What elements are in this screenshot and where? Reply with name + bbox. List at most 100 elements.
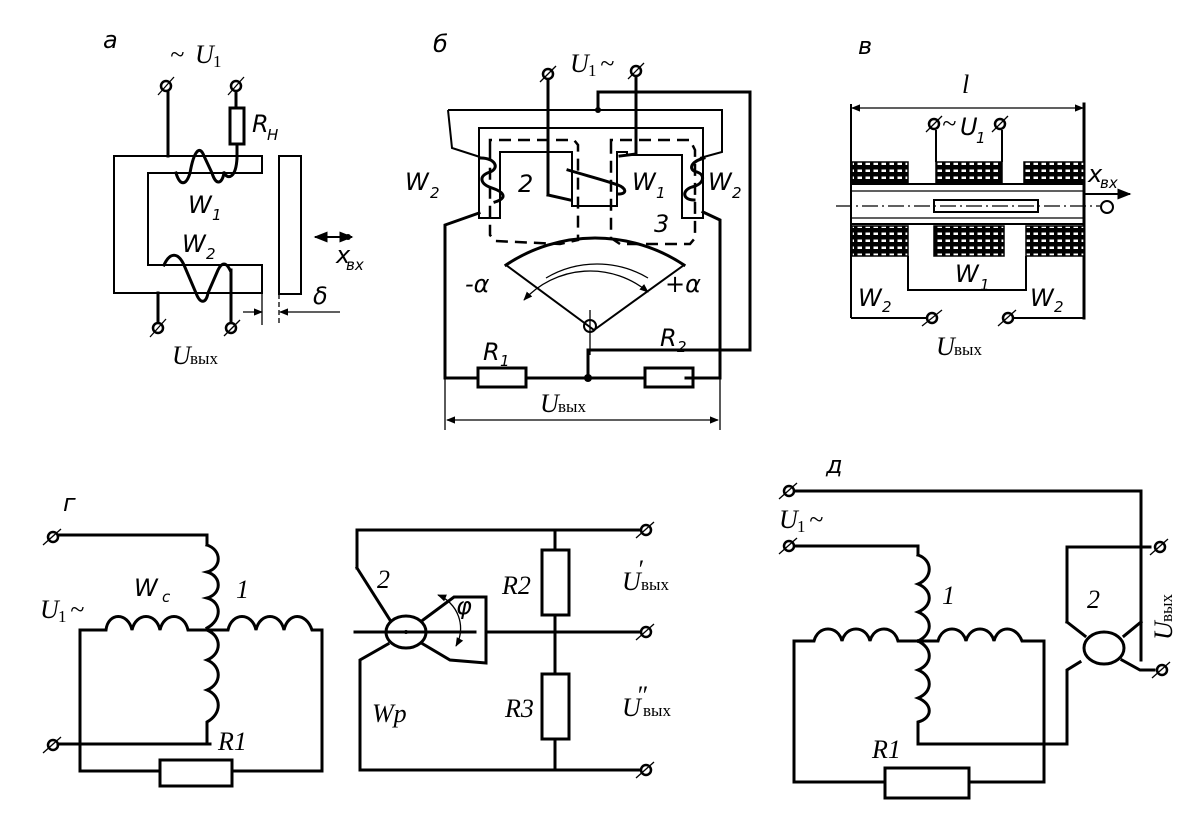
supply-sub: 1 [213, 52, 222, 71]
coil-1 [201, 543, 220, 631]
supply-u: U [570, 49, 591, 78]
minus-alpha-label: -α [465, 270, 490, 298]
supply-u: U [40, 595, 61, 624]
winding-w2-left [479, 156, 505, 204]
armature [278, 155, 302, 295]
rotor2-label: 2 [377, 565, 390, 594]
w2-right-sub: 2 [732, 184, 742, 202]
gap-label: δ [313, 282, 328, 310]
winding-w2 [162, 253, 233, 303]
winding-w2-right-bottom [1025, 225, 1085, 257]
panel-v: в l ~ U 1 x вх W 1 [836, 32, 1132, 361]
load-r-label: R [252, 110, 269, 138]
winding-w1 [566, 168, 627, 196]
supply-u: U [779, 505, 800, 534]
w2-left-sub: 2 [882, 298, 892, 316]
w2-left-sub: 2 [430, 184, 440, 202]
rotor-2 [1082, 630, 1126, 666]
coil1-label: 1 [236, 575, 249, 604]
core [478, 127, 704, 219]
input-x-sub: вх [346, 256, 364, 274]
r1-label: R [483, 338, 500, 366]
coil-left [78, 615, 209, 632]
supply-sub: 1 [58, 607, 67, 626]
out1-u: U [622, 567, 643, 596]
w1-label: W [188, 191, 213, 219]
winding-w2-left-top [851, 161, 909, 185]
r3-label: R3 [504, 694, 534, 723]
input-x-label: x [335, 241, 351, 269]
r2-label: R2 [501, 571, 531, 600]
out2-u: U [622, 693, 643, 722]
winding-w1-top [935, 161, 1003, 185]
winding-w1 [174, 148, 226, 185]
tube [850, 183, 1085, 225]
output-sub: вых [558, 397, 586, 416]
rotor2-label: 2 [1087, 585, 1100, 614]
supply-tilde: ~ [809, 505, 823, 534]
r2-label: R [660, 324, 677, 352]
output-u: U [172, 341, 193, 370]
r1-label: R1 [217, 727, 247, 756]
resistor-r1 [476, 366, 528, 389]
winding-w1-bottom [933, 225, 1005, 257]
load-resistor [228, 106, 246, 146]
w1-sub: 1 [980, 276, 990, 294]
supply-u: U [960, 113, 978, 141]
r1-label: R1 [871, 735, 901, 764]
supply-sub: 1 [976, 129, 986, 147]
input-x-label: x [1087, 160, 1103, 188]
supply-u: U [195, 40, 216, 69]
wp-label: Wp [372, 699, 407, 728]
w2-left-label: W [405, 168, 430, 196]
plus-alpha-label: +α [665, 270, 701, 298]
resistor-r3 [540, 672, 571, 741]
panel-d: д U 1 ~ 1 R1 2 U вых [778, 451, 1178, 800]
w2-label: W [182, 230, 207, 258]
plunger [933, 199, 1039, 213]
length-label: l [962, 70, 969, 99]
wc-label: W [134, 574, 159, 602]
core2-label: 2 [518, 170, 533, 198]
out1-prime: ′ [637, 555, 643, 584]
out2-sub: вых [643, 701, 671, 720]
resistor-r1 [158, 758, 234, 788]
output-u: U [540, 389, 561, 418]
panel-a: а ~ U 1 R Н W 1 W 2 [103, 26, 364, 370]
resistor-r2 [540, 548, 571, 617]
supply-label: ~ U 1 [170, 40, 222, 71]
panel-v-letter: в [858, 32, 872, 60]
output-sub: вых [1157, 594, 1176, 622]
supply-tilde: ~ [942, 109, 956, 138]
out2-prime: ″ [636, 681, 648, 710]
coil-left [792, 627, 920, 643]
supply-sub: 1 [588, 61, 597, 80]
out1-sub: вых [641, 575, 669, 594]
w2-right-sub: 2 [1054, 298, 1064, 316]
winding-w2-right [683, 156, 706, 202]
w1-label: W [632, 168, 657, 196]
w1-label: W [955, 260, 980, 288]
output-sub: вых [954, 340, 982, 359]
r1-sub: 1 [500, 352, 510, 370]
panel-g-letter: г [63, 489, 76, 517]
winding-w2-left-bottom [851, 225, 909, 257]
coil-1 [913, 553, 931, 643]
outer-yoke [447, 109, 723, 159]
w2-right-label: W [1030, 284, 1055, 312]
w2-sub: 2 [206, 245, 216, 263]
coil-right [205, 615, 324, 632]
w2-left-label: W [858, 284, 883, 312]
phi-label: φ [456, 592, 472, 620]
r2-sub: 2 [677, 338, 687, 356]
wc-sub: c [162, 588, 171, 606]
coil-right [916, 627, 1046, 643]
supply-sub: 1 [797, 517, 806, 536]
w2-right-label: W [708, 168, 733, 196]
input-x-sub: вх [1100, 174, 1118, 192]
winding-w2-right-top [1023, 161, 1085, 185]
resistor-r1 [883, 766, 971, 800]
supply-tilde: ~ [70, 595, 84, 624]
panel-b-letter: б [433, 30, 448, 58]
